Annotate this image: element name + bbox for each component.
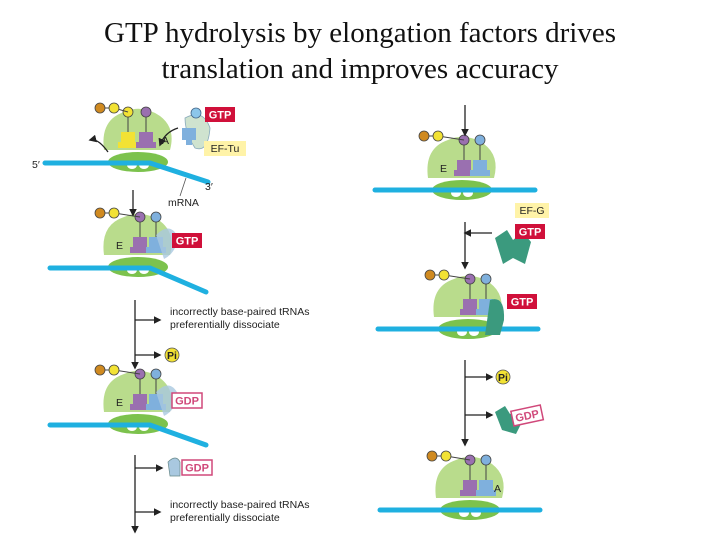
gdp-tag: GDP bbox=[175, 396, 199, 408]
three-prime-label: 3′ bbox=[205, 181, 213, 193]
dissociate-text-1: incorrectly base-paired tRNAs bbox=[170, 499, 309, 511]
mrna-label: mRNA bbox=[168, 197, 199, 209]
dissociate-text-2: preferentially dissociate bbox=[170, 319, 280, 331]
mrna-strand-1 bbox=[42, 160, 211, 185]
mrna-strand-2 bbox=[47, 265, 209, 295]
five-prime-label: 5′ bbox=[32, 159, 40, 171]
site-label: E bbox=[116, 240, 123, 252]
ef-g-complex: EF-G GTP bbox=[495, 203, 549, 264]
title-line-1: GTP hydrolysis by elongation factors dri… bbox=[104, 17, 616, 49]
gtp-tag: GTP bbox=[511, 297, 534, 309]
exit-arrow bbox=[88, 134, 109, 153]
site-label: E bbox=[440, 163, 447, 175]
site-label: A bbox=[494, 483, 501, 495]
title-line-2: translation and improves accuracy bbox=[161, 53, 559, 85]
gdp-tag: GDP bbox=[514, 408, 540, 425]
gtp-tag: GTP bbox=[209, 110, 232, 122]
ribosome: E bbox=[418, 130, 496, 200]
gdp-tag: GDP bbox=[185, 463, 209, 475]
gtp-tag: GTP bbox=[176, 236, 199, 248]
site-label: E bbox=[116, 397, 123, 409]
pi-label: Pi bbox=[498, 372, 508, 384]
enter-arrow bbox=[158, 127, 179, 147]
site-label: A bbox=[162, 135, 169, 147]
ef-tu-complex: GTP EF-Tu bbox=[182, 107, 246, 156]
dissociate-text-2: preferentially dissociate bbox=[170, 512, 280, 524]
ef-tu-label: EF-Tu bbox=[211, 143, 240, 155]
pi-label: Pi bbox=[167, 350, 177, 362]
ef-g-label: EF-G bbox=[519, 205, 544, 217]
mrna-strand-3 bbox=[47, 422, 209, 448]
gtp-tag: GTP bbox=[519, 227, 542, 239]
dissociate-text-1: incorrectly base-paired tRNAs bbox=[170, 306, 309, 318]
large-subunit bbox=[103, 108, 172, 150]
